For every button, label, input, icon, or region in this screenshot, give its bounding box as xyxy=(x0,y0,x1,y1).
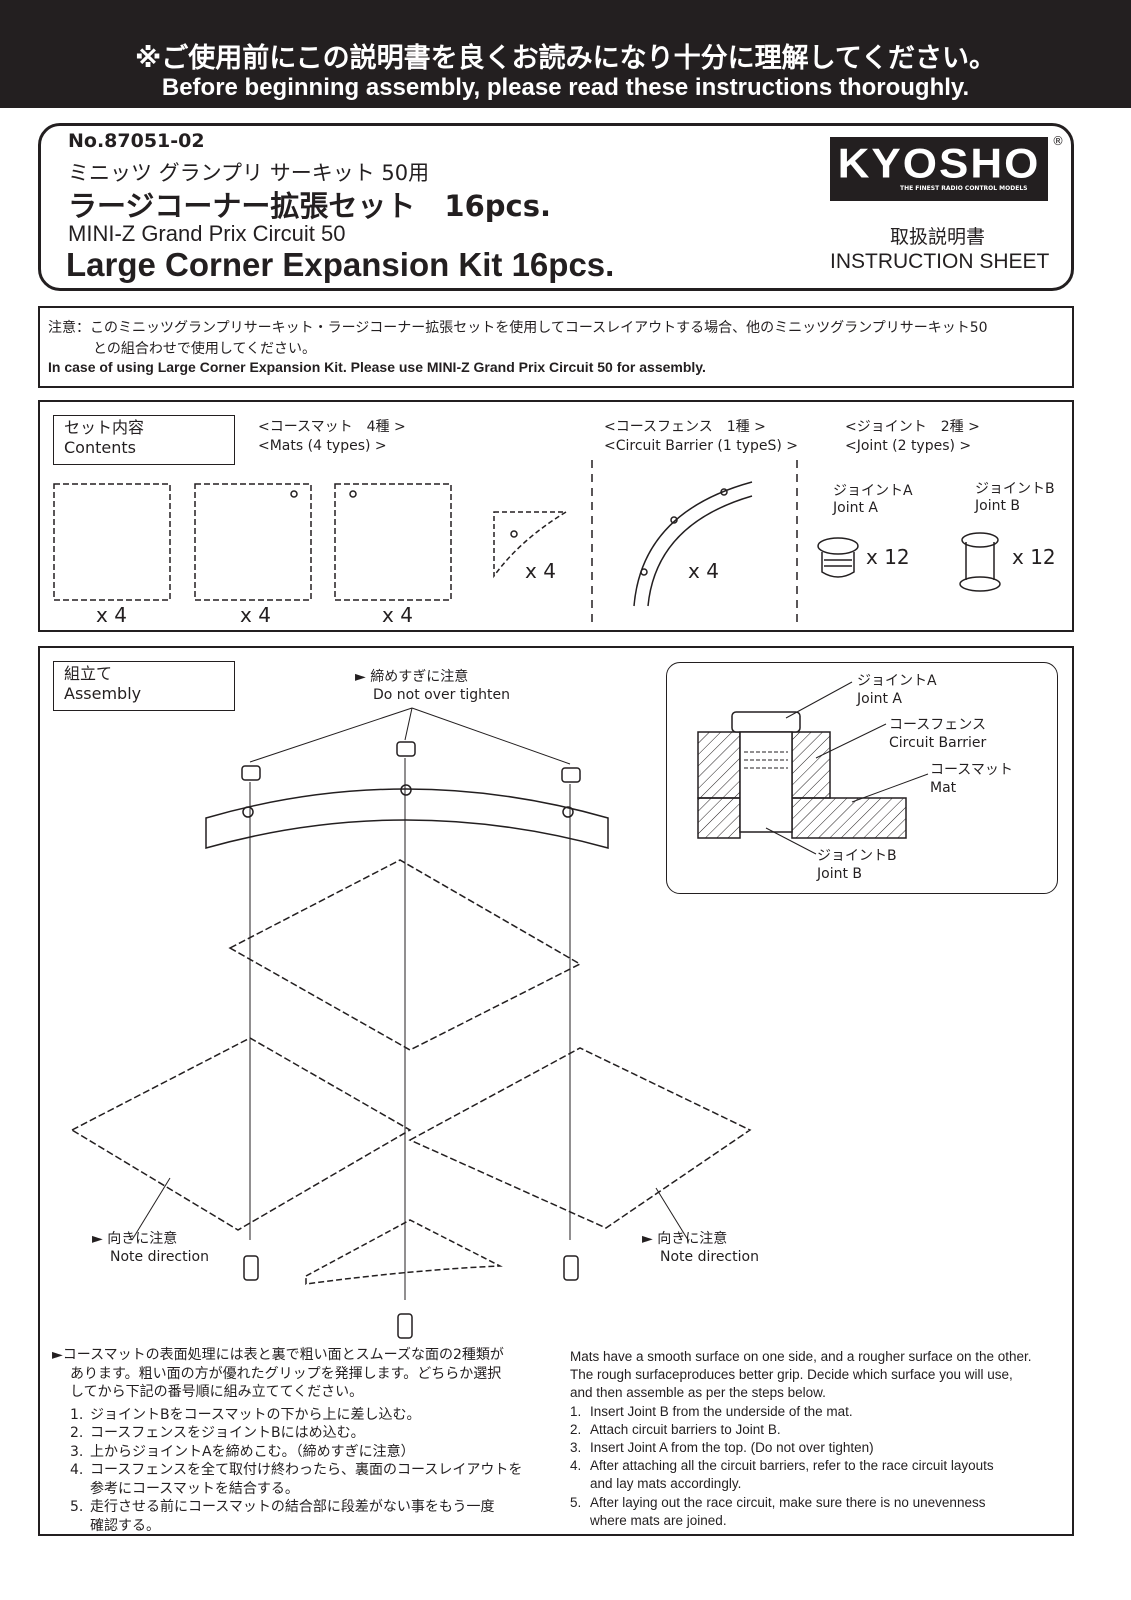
mat-square-hole-icon xyxy=(334,483,452,601)
en-intro-line3: and then assemble as per the steps below… xyxy=(570,1385,826,1401)
mat-corner-icon xyxy=(493,511,569,579)
jp-step-2: 2.コースフェンスをジョイントBにはめ込む。 xyxy=(70,1425,365,1441)
logo-text: KYOSHO xyxy=(837,140,1041,187)
mat4-count: x 4 xyxy=(525,559,556,583)
detail-joint-a-jp: ジョイントA xyxy=(857,673,937,689)
mat-square-hole-icon xyxy=(194,483,312,601)
detail-mat-en: Mat xyxy=(930,780,957,796)
sheet-title-en: INSTRUCTION SHEET xyxy=(830,250,1050,273)
contents-title-jp: セット内容 xyxy=(64,418,145,437)
logo-tagline: THE FINEST RADIO CONTROL MODELS xyxy=(900,185,1028,192)
barrier-count: x 4 xyxy=(688,559,719,583)
barrier-header-jp: <コースフェンス 1種 > xyxy=(604,419,766,435)
notice-box xyxy=(38,306,1074,388)
assembly-title-en: Assembly xyxy=(64,684,142,703)
joint-header-jp: <ジョイント 2種 > xyxy=(845,419,980,435)
joint-a-label-en: Joint A xyxy=(833,500,878,516)
product-number: No.87051-02 xyxy=(68,130,205,152)
direction-note-right-en: Note direction xyxy=(660,1249,759,1265)
mats-header-jp: <コースマット 4種 > xyxy=(258,419,406,435)
detail-barrier-en: Circuit Barrier xyxy=(889,735,987,751)
assembly-title-jp: 組立て xyxy=(64,664,113,683)
banner-jp: ※ご使用前にこの説明書を良くお読みになり十分に理解してください。 xyxy=(134,43,997,74)
contents-illustrations xyxy=(53,460,1001,622)
direction-note-right-jp: ► 向きに注意 xyxy=(642,1231,728,1247)
jp-intro-line2: あります。粗い面の方が優れたグリップを発揮します。どちらか選択 xyxy=(70,1365,502,1382)
title-jp-line2: ラージコーナー拡張セット 16pcs. xyxy=(68,189,552,223)
joint-b-label-jp: ジョイントB xyxy=(975,481,1055,497)
joint-a-label-jp: ジョイントA xyxy=(833,483,913,499)
contents-box xyxy=(38,400,1074,632)
jp-step-4: 4.コースフェンスを全て取付け終わったら、裏面のコースレイアウトを参考にコースマ… xyxy=(70,1462,523,1497)
jp-step-3: 3.上からジョイントAを締めこむ。（締めすぎに注意） xyxy=(70,1443,415,1460)
detail-mat-jp: コースマット xyxy=(930,762,1013,778)
mats-header-en: <Mats (4 types) > xyxy=(258,438,387,454)
contents-title-en: Contents xyxy=(64,438,136,457)
top-banner: ※ご使用前にこの説明書を良くお読みになり十分に理解してください。 Before … xyxy=(0,0,1131,108)
instructions-jp: ►コースマットの表面処理には表と裏で粗い面とスムーズな面の2種類が あります。粗… xyxy=(52,1346,552,1535)
direction-note-left-jp: ► 向きに注意 xyxy=(92,1231,178,1247)
circuit-barrier-icon xyxy=(633,481,753,607)
contents-label: セット内容 Contents xyxy=(53,415,235,465)
assembly-box xyxy=(38,646,1074,1536)
exploded-assembly-diagram xyxy=(70,707,752,1339)
en-step-2: 2.Attach circuit barriers to Joint B. xyxy=(570,1421,781,1437)
direction-note-left-en: Note direction xyxy=(110,1249,209,1265)
detail-inset xyxy=(666,662,1058,894)
barrier-header-en: <Circuit Barrier (1 typeS) > xyxy=(604,438,799,454)
en-intro-line2: The rough surfaceproduces better grip. D… xyxy=(570,1367,1013,1383)
joint-a-icon xyxy=(817,537,859,578)
joint-a-count: x 12 xyxy=(866,545,910,569)
assembly-label: 組立て Assembly xyxy=(53,661,235,711)
detail-joint-b-jp: ジョイントB xyxy=(817,848,897,864)
title-jp-line1: ミニッツ グランプリ サーキット 50用 xyxy=(68,161,430,185)
mat3-count: x 4 xyxy=(382,603,413,627)
en-step-3: 3.Insert Joint A from the top. (Do not o… xyxy=(570,1440,874,1456)
jp-step-5: 5.走行させる前にコースマットの結合部に段差がない事をもう一度確認する。 xyxy=(70,1499,495,1534)
notice-jp-line1: 注意：このミニッツグランプリサーキット・ラージコーナー拡張セットを使用してコース… xyxy=(48,320,988,336)
mat-square-icon xyxy=(53,483,171,601)
en-intro-line1: Mats have a smooth surface on one side, … xyxy=(570,1349,1032,1364)
detail-joint-b-en: Joint B xyxy=(817,866,863,882)
joint-b-count: x 12 xyxy=(1012,545,1056,569)
sheet-title-jp: 取扱説明書 xyxy=(890,226,986,248)
joint-b-label-en: Joint B xyxy=(975,498,1021,514)
en-step-5: 5.After laying out the race circuit, mak… xyxy=(570,1494,986,1528)
cross-section-diagram xyxy=(697,681,929,855)
registered-mark: ® xyxy=(1052,134,1064,148)
en-step-4: 4.After attaching all the circuit barrie… xyxy=(570,1458,994,1492)
detail-barrier-jp: コースフェンス xyxy=(889,717,987,733)
banner-en: Before beginning assembly, please read t… xyxy=(161,74,970,101)
notice-en: In case of using Large Corner Expansion … xyxy=(48,359,706,375)
header-box xyxy=(38,123,1074,291)
tighten-note-jp: ► 締めすぎに注意 xyxy=(355,669,469,685)
kyosho-logo: KYOSHO THE FINEST RADIO CONTROL MODELS xyxy=(830,137,1048,201)
jp-intro-line1: ►コースマットの表面処理には表と裏で粗い面とスムーズな面の2種類が xyxy=(52,1347,504,1363)
mat2-count: x 4 xyxy=(240,603,271,627)
instructions-en: Mats have a smooth surface on one side, … xyxy=(570,1348,1070,1530)
joint-b-icon xyxy=(959,532,1001,592)
title-en-line1: MINI-Z Grand Prix Circuit 50 xyxy=(68,221,346,246)
mat1-count: x 4 xyxy=(96,603,127,627)
jp-intro-line3: してから下記の番号順に組み立ててください。 xyxy=(70,1384,364,1400)
jp-step-1: 1.ジョイントBをコースマットの下から上に差し込む。 xyxy=(70,1406,421,1423)
joint-header-en: <Joint (2 types) > xyxy=(845,438,972,454)
tighten-note-en: Do not over tighten xyxy=(373,687,510,703)
en-step-1: 1.Insert Joint B from the underside of t… xyxy=(570,1403,853,1419)
detail-joint-a-en: Joint A xyxy=(857,691,902,707)
title-en-line2: Large Corner Expansion Kit 16pcs. xyxy=(66,246,615,283)
notice-jp-line2: との組合わせで使用してください。 xyxy=(93,341,317,357)
